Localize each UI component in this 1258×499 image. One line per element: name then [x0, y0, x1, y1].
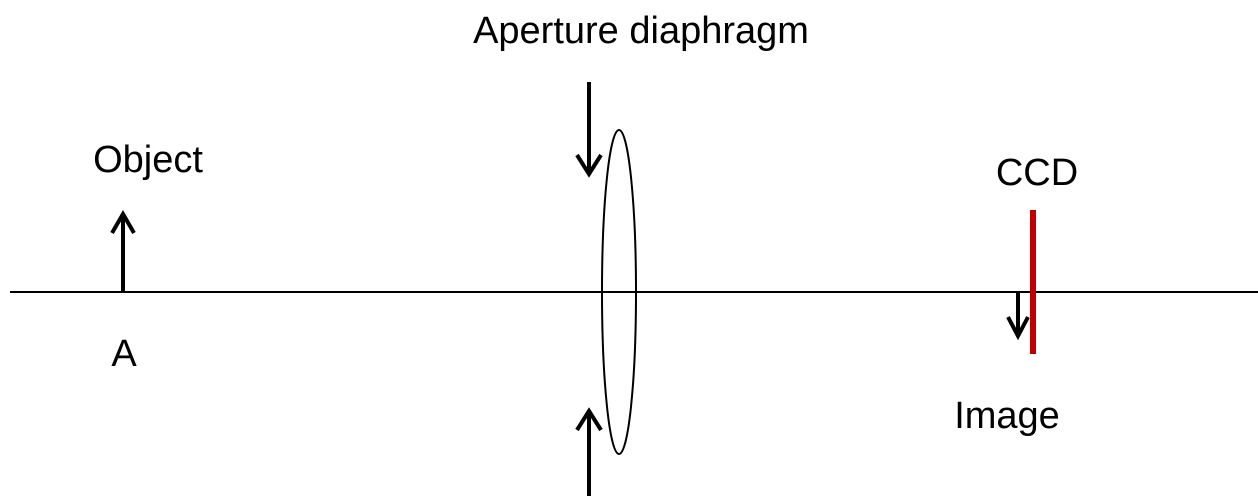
- aperture-label: Aperture diaphragm: [473, 10, 809, 52]
- point-a-label: A: [111, 333, 137, 375]
- image-label: Image: [954, 395, 1060, 437]
- ccd-label: CCD: [996, 152, 1078, 194]
- object-label: Object: [93, 139, 203, 181]
- aperture-arrow-bottom: [575, 407, 603, 496]
- image-arrow: [1006, 292, 1030, 341]
- aperture-arrow-top: [575, 82, 603, 178]
- object-arrow: [110, 210, 136, 292]
- lens: [601, 129, 637, 455]
